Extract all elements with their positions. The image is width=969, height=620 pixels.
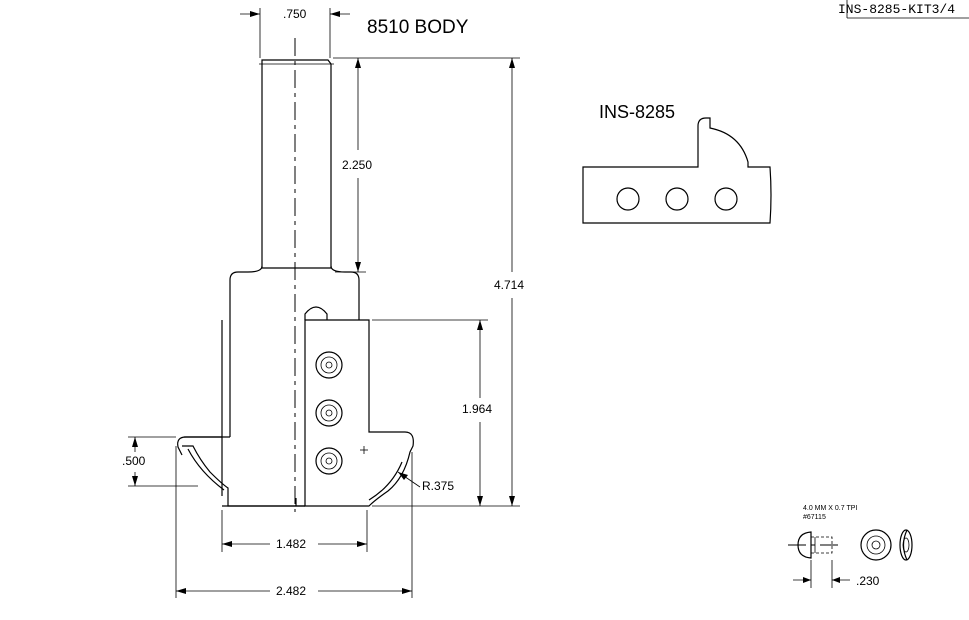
dim-radius-value: R.375 [422,479,454,493]
dim-shank-diameter-value: .750 [283,7,307,21]
dim-shank-diameter: .750 [240,7,350,58]
screw-3 [315,447,343,475]
insert-label: INS-8285 [599,102,675,122]
dim-radius: R.375 [397,471,454,493]
dim-profile-depth-value: .500 [122,454,146,468]
dim-cutting-height: 1.964 [372,319,492,506]
dim-shank-length-value: 2.250 [342,158,372,172]
title-block: INS-8285-KIT3/4 [838,0,969,19]
dim-profile-depth: .500 [122,436,198,487]
screw-spec: 4.0 MM X 0.7 TPI [803,505,857,512]
part-number: INS-8285-KIT3/4 [838,2,955,17]
dim-body-width: 1.482 [221,510,368,552]
screw-1 [315,351,343,379]
insert-drawing [582,117,772,224]
dim-body-width-value: 1.482 [276,537,306,551]
dim-shank-length: 2.250 [333,57,520,273]
dim-overall-width: 2.482 [175,446,413,598]
screw-detail: 4.0 MM X 0.7 TPI #67115 .230 [788,505,913,588]
dim-overall-length-value: 4.714 [494,278,524,292]
dim-overall-length: 4.714 [372,58,524,507]
dim-cutting-height-value: 1.964 [462,402,492,416]
screw-part-number: #67115 [803,514,826,521]
screw-length-value: .230 [856,574,880,588]
body-label: 8510 BODY [367,17,469,38]
router-bit-body [177,38,414,512]
dim-overall-width-value: 2.482 [276,584,306,598]
screw-2 [315,399,343,427]
